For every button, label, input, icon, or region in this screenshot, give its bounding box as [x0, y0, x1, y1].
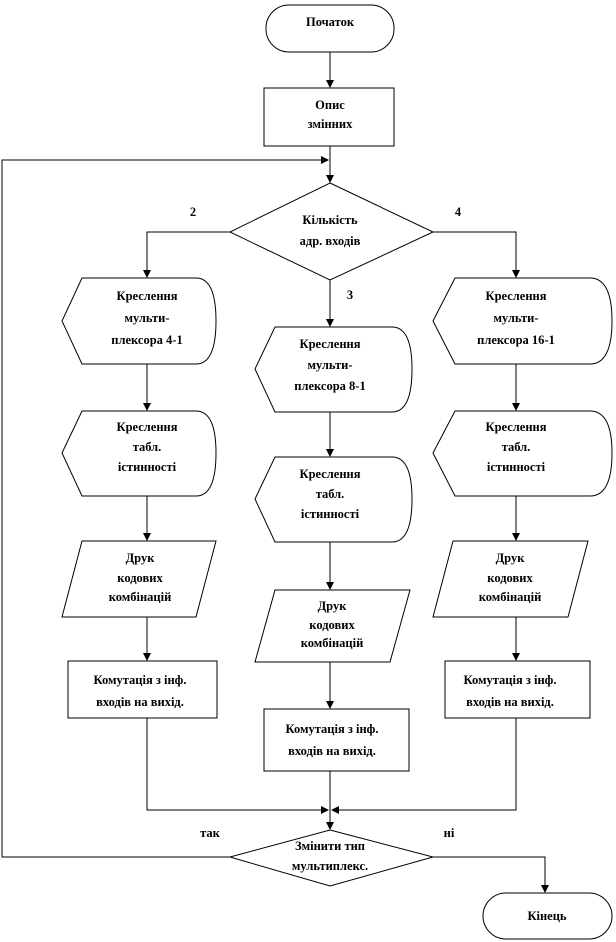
text-line: кодових [487, 571, 533, 585]
text-line: табл. [316, 487, 345, 501]
text-line: комбінацій [479, 590, 542, 604]
decision1-line: адр. входів [300, 234, 361, 248]
decision2-line: Змінити тип [295, 839, 365, 853]
start-label: Початок [306, 15, 355, 29]
text-line: мульти- [493, 311, 538, 325]
text-line: Комутація з інф. [286, 722, 379, 736]
connectors [1, 52, 549, 893]
right-print: Друк кодових комбінацій [432, 540, 589, 618]
branch-label-4: 4 [455, 205, 462, 219]
decision-change-type: Змінити тип мультиплекс. [228, 829, 435, 887]
text-line: істинності [118, 460, 177, 474]
left-print: Друк кодових комбінацій [61, 540, 217, 618]
variables-block: Опис змінних [263, 87, 395, 147]
left-switch: Комутація з інф. входів на вихід. [67, 660, 218, 719]
middle-print: Друк кодових комбінацій [254, 589, 411, 663]
text-line: Друк [496, 551, 526, 565]
text-line: Креслення [486, 420, 547, 434]
decision1-line: Кількість [302, 213, 358, 227]
yes-label: так [200, 826, 221, 840]
text-line: входів на вихід. [288, 744, 376, 758]
vars-line: Опис [315, 98, 345, 112]
text-line: істинності [301, 507, 360, 521]
left-draw-table: Креслення табл. істинності [61, 410, 217, 497]
text-line: Креслення [486, 289, 547, 303]
right-switch: Комутація з інф. входів на вихід. [444, 660, 591, 719]
text-line: табл. [502, 440, 531, 454]
middle-draw-table: Креслення табл. істинності [254, 456, 413, 543]
text-line: Комутація з інф. [94, 673, 187, 687]
text-line: входів на вихід. [466, 695, 554, 709]
text-line: мульти- [307, 358, 352, 372]
text-line: Друк [318, 599, 348, 613]
end-terminal: Кінець [482, 892, 613, 940]
text-line: плексора 16-1 [477, 333, 555, 347]
vars-line: змінних [308, 117, 353, 131]
end-label: Кінець [527, 909, 566, 923]
text-line: мульти- [124, 311, 169, 325]
text-line: Креслення [117, 289, 178, 303]
branch-label-2: 2 [190, 205, 196, 219]
left-draw-mux: Креслення мульти- плексора 4-1 [61, 277, 217, 365]
text-line: Креслення [117, 420, 178, 434]
text-line: табл. [133, 440, 162, 454]
right-draw-mux: Креслення мульти- плексора 16-1 [432, 277, 613, 365]
text-line: входів на вихід. [96, 695, 184, 709]
branch-label-3: 3 [347, 288, 353, 302]
right-draw-table: Креслення табл. істинності [432, 410, 613, 497]
text-line: кодових [117, 571, 163, 585]
decision2-line: мультиплекс. [292, 859, 368, 873]
middle-switch: Комутація з інф. входів на вихід. [263, 708, 410, 772]
text-line: Креслення [300, 337, 361, 351]
middle-draw-mux: Креслення мульти- плексора 8-1 [254, 326, 413, 413]
text-line: Комутація з інф. [464, 673, 557, 687]
text-line: плексора 4-1 [111, 333, 182, 347]
text-line: плексора 8-1 [294, 379, 365, 393]
text-line: істинності [487, 460, 546, 474]
decision-address-inputs: Кількість адр. входів [228, 182, 435, 281]
start-terminal: Початок [265, 4, 395, 53]
text-line: кодових [309, 618, 355, 632]
text-line: комбінацій [301, 636, 364, 650]
text-line: комбінацій [109, 590, 172, 604]
text-line: Креслення [300, 467, 361, 481]
no-label: ні [444, 826, 455, 840]
text-line: Друк [126, 551, 156, 565]
